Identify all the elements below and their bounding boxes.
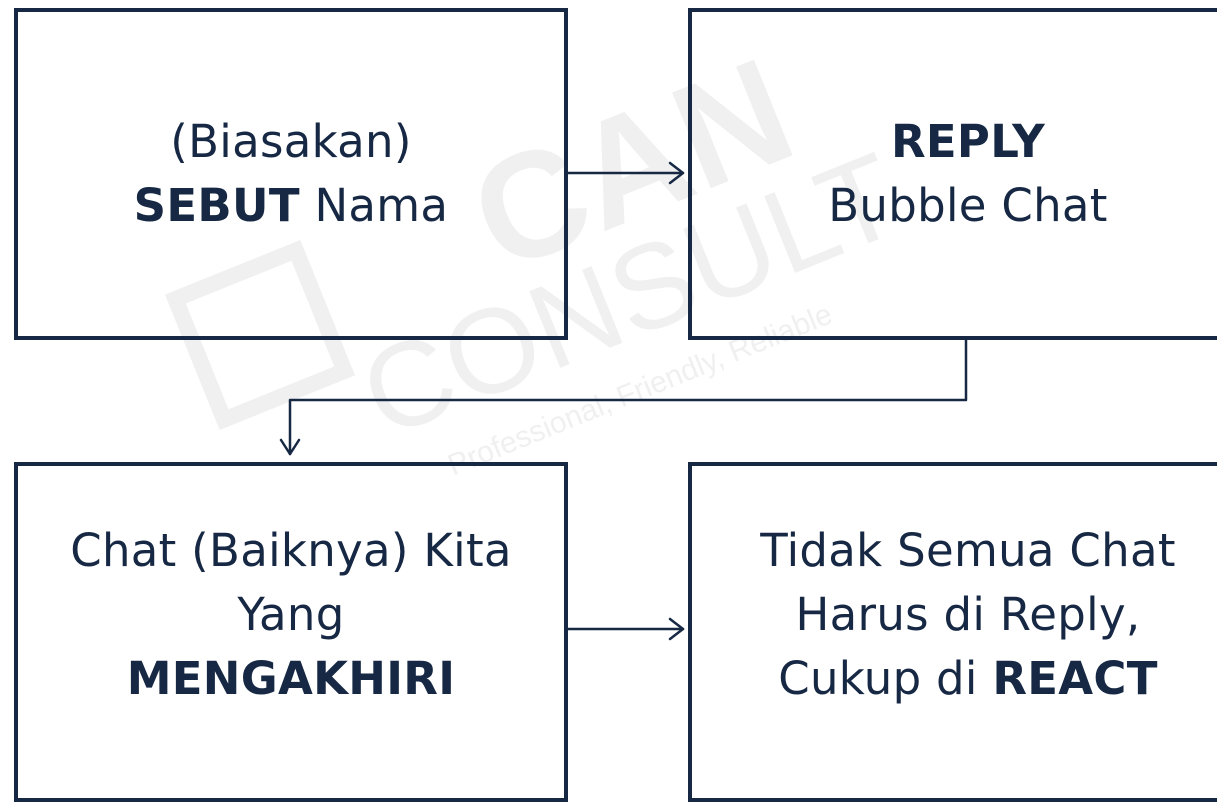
node-mengakhiri-line3: MENGAKHIRI xyxy=(127,647,456,711)
node-sebut-nama-line1: (Biasakan) xyxy=(170,115,412,168)
node-reply-emphasis: REPLY xyxy=(891,110,1045,174)
node-reply-bold: REPLY xyxy=(890,115,1046,168)
node-sebut-nama: (Biasakan) SEBUT Nama xyxy=(14,8,568,340)
node-react-line2: Harus di Reply, xyxy=(795,588,1141,641)
arrow-reply-to-mengakhiri xyxy=(279,338,968,456)
node-sebut-nama-line2: SEBUT Nama xyxy=(134,174,449,238)
arrow-sebut-to-reply xyxy=(566,161,685,185)
node-react-line3: Cukup di REACT xyxy=(778,647,1158,711)
node-mengakhiri-line2: Yang xyxy=(237,588,345,641)
node-reply-line2: Bubble Chat xyxy=(828,179,1108,232)
node-react-line1: Tidak Semua Chat xyxy=(760,524,1176,577)
node-react: Tidak Semua Chat Harus di Reply, Cukup d… xyxy=(688,462,1217,802)
node-mengakhiri-line1: Chat (Baiknya) Kita xyxy=(70,524,512,577)
node-react-emphasis: REACT xyxy=(992,652,1158,705)
node-sebut-nama-rest: Nama xyxy=(299,179,449,232)
node-sebut-nama-emphasis: SEBUT xyxy=(133,179,300,232)
node-reply-bubble: REPLY Bubble Chat xyxy=(688,8,1217,340)
node-mengakhiri-emphasis: MENGAKHIRI xyxy=(126,652,456,705)
arrow-mengakhiri-to-react xyxy=(566,617,685,641)
node-react-pre: Cukup di xyxy=(778,652,993,705)
